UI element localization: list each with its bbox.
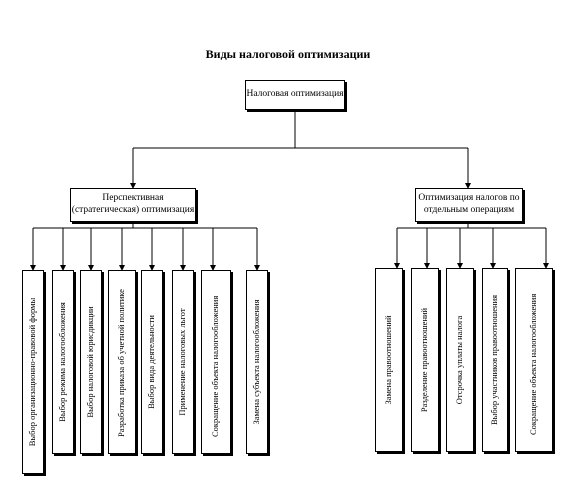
right-leaf-label: Выбор участников правоотношения <box>489 294 500 426</box>
left-leaf-label: Применение налоговых льгот <box>177 308 188 416</box>
right-leaf: Выбор участников правоотношения <box>482 268 508 452</box>
right-branch-label-line1: Оптимизация налогов по <box>418 193 520 204</box>
left-branch-label-line1: Перспективная <box>102 193 164 204</box>
right-leaf-label: Замена правоотношений <box>383 315 394 405</box>
left-leaf-label: Выбор режима налогообложения <box>57 302 68 422</box>
left-leaf: Выбор режима налогообложения <box>52 270 74 454</box>
right-leaf: Отсрочка уплаты налога <box>446 268 474 452</box>
left-leaf: Выбор вида деятельности <box>141 270 163 454</box>
right-leaf: Замена правоотношений <box>375 268 403 452</box>
left-leaf-label: Разработка приказа об учетной политике <box>116 289 127 437</box>
right-leaf: Разделение правоотношений <box>411 268 439 452</box>
left-leaf: Сокращение объекта налогообложения <box>201 270 231 454</box>
left-leaf: Применение налоговых льгот <box>172 270 194 454</box>
right-leaf-label: Сокращение объекта налогообложения <box>528 293 539 435</box>
left-leaf-label: Выбор налоговой юрисдикции <box>85 306 96 418</box>
left-leaf: Выбор налоговой юрисдикции <box>80 270 102 454</box>
right-leaf: Сокращение объекта налогообложения <box>515 268 553 452</box>
left-branch-label-line2: (стратегическая) оптимизация <box>71 205 195 215</box>
left-branch-node: Перспективная (стратегическая) оптимизац… <box>70 188 196 222</box>
left-leaf-label: Выбор организационно-правовой формы <box>27 297 38 447</box>
left-leaf-label: Выбор вида деятельности <box>146 315 157 409</box>
left-leaf-label: Замена субъекта налогообложения <box>251 299 262 425</box>
right-branch-node: Оптимизация налогов по отдельным операци… <box>415 188 523 222</box>
left-leaf: Выбор организационно-правовой формы <box>22 270 44 474</box>
right-leaf-label: Отсрочка уплаты налога <box>454 315 465 405</box>
diagram-title: Виды налоговой оптимизации <box>205 47 371 61</box>
right-branch-label-line2: отдельным операциям <box>423 205 515 215</box>
root-node-label: Налоговая оптимизация <box>246 89 344 100</box>
left-leaf: Разработка приказа об учетной политике <box>108 270 136 454</box>
left-leaf: Замена субъекта налогообложения <box>246 270 268 454</box>
root-node: Налоговая оптимизация <box>245 80 345 110</box>
left-leaf-label: Сокращение объекта налогообложения <box>210 295 221 437</box>
right-leaf-label: Разделение правоотношений <box>419 307 430 413</box>
